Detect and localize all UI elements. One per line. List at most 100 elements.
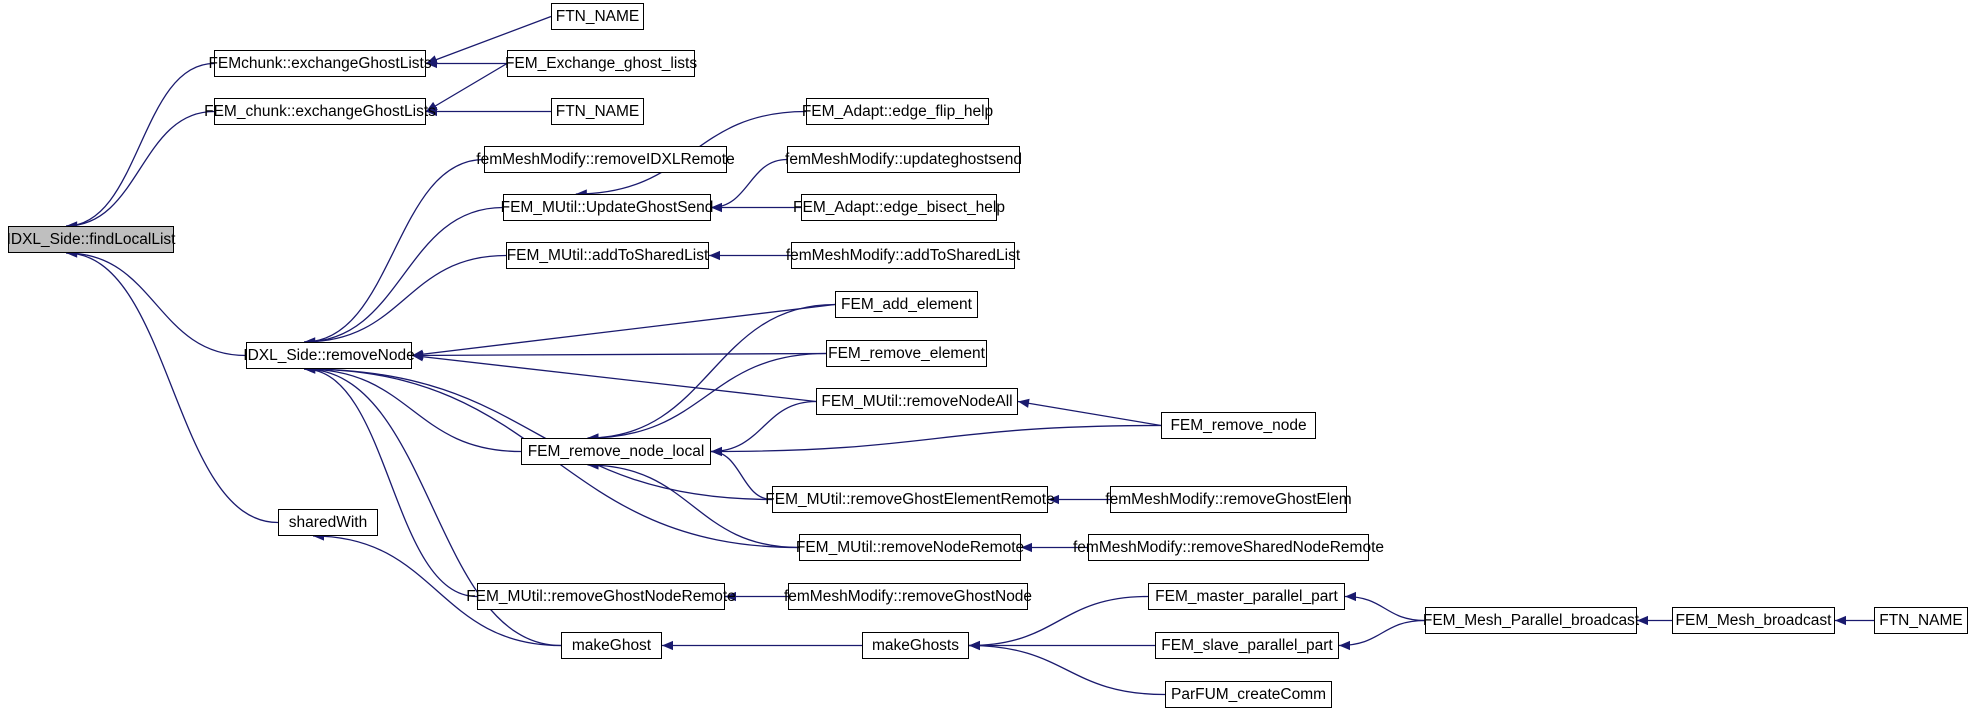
graph-edge — [1835, 615, 1874, 626]
edge-arrowhead — [969, 640, 980, 651]
edge-line — [710, 424, 1162, 453]
edge-line — [66, 252, 247, 357]
graph-node-label: ParFUM_createComm — [1170, 685, 1327, 703]
graph-node-label: FEM_remove_node — [1170, 416, 1307, 434]
graph-node-removeNode[interactable]: IDXL_Side::removeNode — [243, 342, 415, 369]
edge-arrowhead — [711, 446, 722, 457]
graph-node-removeGhostNodeRemote[interactable]: FEM_MUtil::removeGhostNodeRemote — [466, 583, 736, 610]
edge-line — [304, 206, 504, 343]
graph-edge — [411, 352, 817, 403]
graph-node-label: FEM_master_parallel_part — [1155, 587, 1338, 605]
graph-node-ParFUM_createComm[interactable]: ParFUM_createComm — [1165, 681, 1332, 708]
graph-node-label: sharedWith — [288, 513, 368, 531]
edge-arrowhead — [1339, 640, 1350, 651]
graph-node-Mesh_broadcast[interactable]: FEM_Mesh_broadcast — [1672, 607, 1835, 634]
graph-node-FTN_NAME_1[interactable]: FTN_NAME — [551, 3, 644, 30]
edge-line — [66, 252, 279, 524]
graph-node-label: FEM_add_element — [841, 295, 972, 313]
graph-node-FEM_Exchange_ghost[interactable]: FEM_Exchange_ghost_lists — [505, 50, 697, 77]
graph-edge — [304, 206, 504, 347]
edge-line — [66, 110, 215, 227]
graph-edge — [304, 364, 478, 598]
graph-node-makeGhosts[interactable]: makeGhosts — [862, 632, 969, 659]
graph-node-remove_node_local[interactable]: FEM_remove_node_local — [521, 438, 711, 465]
graph-node-label: femMeshModify::removeSharedNodeRemote — [1073, 538, 1384, 556]
edge-arrowhead — [711, 446, 722, 457]
graph-node-edge_flip_help[interactable]: FEM_Adapt::edge_flip_help — [802, 98, 993, 125]
edge-line — [1338, 619, 1426, 647]
edge-arrowhead — [1345, 591, 1356, 602]
graph-node-mmAddToSharedList[interactable]: femMeshModify::addToSharedList — [786, 242, 1020, 269]
graph-edge — [587, 303, 836, 443]
graph-edge — [710, 424, 1162, 457]
graph-node-removeGhostNode[interactable]: femMeshModify::removeGhostNode — [784, 583, 1032, 610]
graph-node-removeIDXLRemote[interactable]: femMeshModify::removeIDXLRemote — [476, 146, 735, 173]
graph-node-label: FEM_MUtil::UpdateGhostSend — [500, 198, 714, 216]
graph-edge — [66, 62, 215, 231]
graph-node-removeNodeAll[interactable]: FEM_MUtil::removeNodeAll — [816, 388, 1018, 415]
graph-node-label: FEMchunk::exchangeGhostLists — [208, 54, 432, 72]
edge-arrowhead — [969, 640, 980, 651]
edge-line — [304, 368, 522, 453]
edge-arrowhead — [662, 640, 673, 651]
graph-node-label: FTN_NAME — [555, 102, 640, 120]
graph-edge — [66, 110, 215, 231]
graph-node-FEM_remove_element[interactable]: FEM_remove_element — [826, 340, 987, 367]
graph-node-sharedWith[interactable]: sharedWith — [278, 509, 378, 536]
graph-node-label: FEM_MUtil::addToSharedList — [506, 246, 709, 264]
graph-node-label: femMeshModify::removeIDXLRemote — [476, 150, 735, 168]
edge-line — [304, 158, 485, 343]
edge-line — [968, 644, 1166, 696]
graph-node-Mesh_Parallel_broadcast[interactable]: FEM_Mesh_Parallel_broadcast — [1423, 607, 1639, 634]
graph-node-removeGhostElem[interactable]: femMeshModify::removeGhostElem — [1105, 486, 1352, 513]
graph-node-master_parallel_part[interactable]: FEM_master_parallel_part — [1148, 583, 1345, 610]
edge-arrowhead — [1018, 398, 1030, 408]
graph-node-findLocalList[interactable]: IDXL_Side::findLocalList — [7, 226, 175, 253]
graph-edge — [709, 250, 791, 261]
graph-node-FEMchunkExchange2[interactable]: FEM_chunk::exchangeGhostLists — [204, 98, 436, 125]
edge-line — [1344, 595, 1426, 622]
graph-edge — [969, 640, 1155, 651]
graph-node-label: IDXL_Side::findLocalList — [6, 230, 176, 248]
graph-node-label: FEM_remove_node_local — [527, 442, 705, 460]
edge-line — [304, 254, 507, 343]
graph-node-label: FEM_Adapt::edge_flip_help — [801, 102, 994, 120]
graph-node-slave_parallel_part[interactable]: FEM_slave_parallel_part — [1155, 632, 1339, 659]
graph-node-FEMchunkExchange[interactable]: FEMchunk::exchangeGhostLists — [208, 50, 432, 77]
edge-line — [411, 354, 817, 403]
graph-edge — [710, 400, 817, 457]
graph-node-removeNodeRemote[interactable]: FEM_MUtil::removeNodeRemote — [796, 534, 1024, 561]
graph-node-label: FEM_MUtil::removeGhostNodeRemote — [466, 587, 736, 605]
graph-node-label: femMeshModify::addToSharedList — [785, 246, 1021, 264]
graph-edge — [1017, 398, 1162, 427]
graph-edge — [304, 364, 522, 453]
graph-node-makeGhost[interactable]: makeGhost — [561, 632, 662, 659]
graph-edge — [304, 158, 485, 347]
graph-node-FTN_NAME_2[interactable]: FTN_NAME — [551, 98, 644, 125]
graph-node-label: femMeshModify::removeGhostNode — [783, 587, 1033, 605]
graph-node-label: FEM_slave_parallel_part — [1161, 636, 1333, 654]
graph-edge — [66, 248, 279, 524]
graph-node-removeSharedNodeRemote[interactable]: femMeshModify::removeSharedNodeRemote — [1073, 534, 1384, 561]
graph-node-label: FEM_MUtil::removeNodeAll — [821, 392, 1013, 410]
graph-edge — [66, 248, 247, 357]
graph-node-FEM_add_element[interactable]: FEM_add_element — [835, 291, 978, 318]
graph-node-FTN_NAME_3[interactable]: FTN_NAME — [1874, 607, 1968, 634]
graph-node-addToSharedList[interactable]: FEM_MUtil::addToSharedList — [506, 242, 709, 269]
graph-edge — [426, 106, 551, 117]
graph-node-removeGhostElementRemote[interactable]: FEM_MUtil::removeGhostElementRemote — [765, 486, 1055, 513]
graph-node-updateghostsend[interactable]: femMeshModify::updateghostsend — [785, 146, 1022, 173]
graph-node-label: FTN_NAME — [555, 7, 640, 25]
graph-edge — [968, 640, 1166, 696]
graph-edge — [411, 303, 836, 359]
graph-node-edge_bisect_help[interactable]: FEM_Adapt::edge_bisect_help — [793, 194, 1005, 221]
edge-line — [587, 303, 836, 439]
edge-line — [304, 368, 773, 501]
edge-line — [587, 352, 827, 439]
graph-node-FEM_remove_node[interactable]: FEM_remove_node — [1161, 412, 1316, 439]
graph-edge — [411, 350, 827, 361]
graph-node-label: FEM_remove_element — [828, 344, 985, 362]
graph-node-UpdateGhostSend[interactable]: FEM_MUtil::UpdateGhostSend — [501, 194, 713, 221]
edge-arrowhead — [711, 446, 722, 457]
